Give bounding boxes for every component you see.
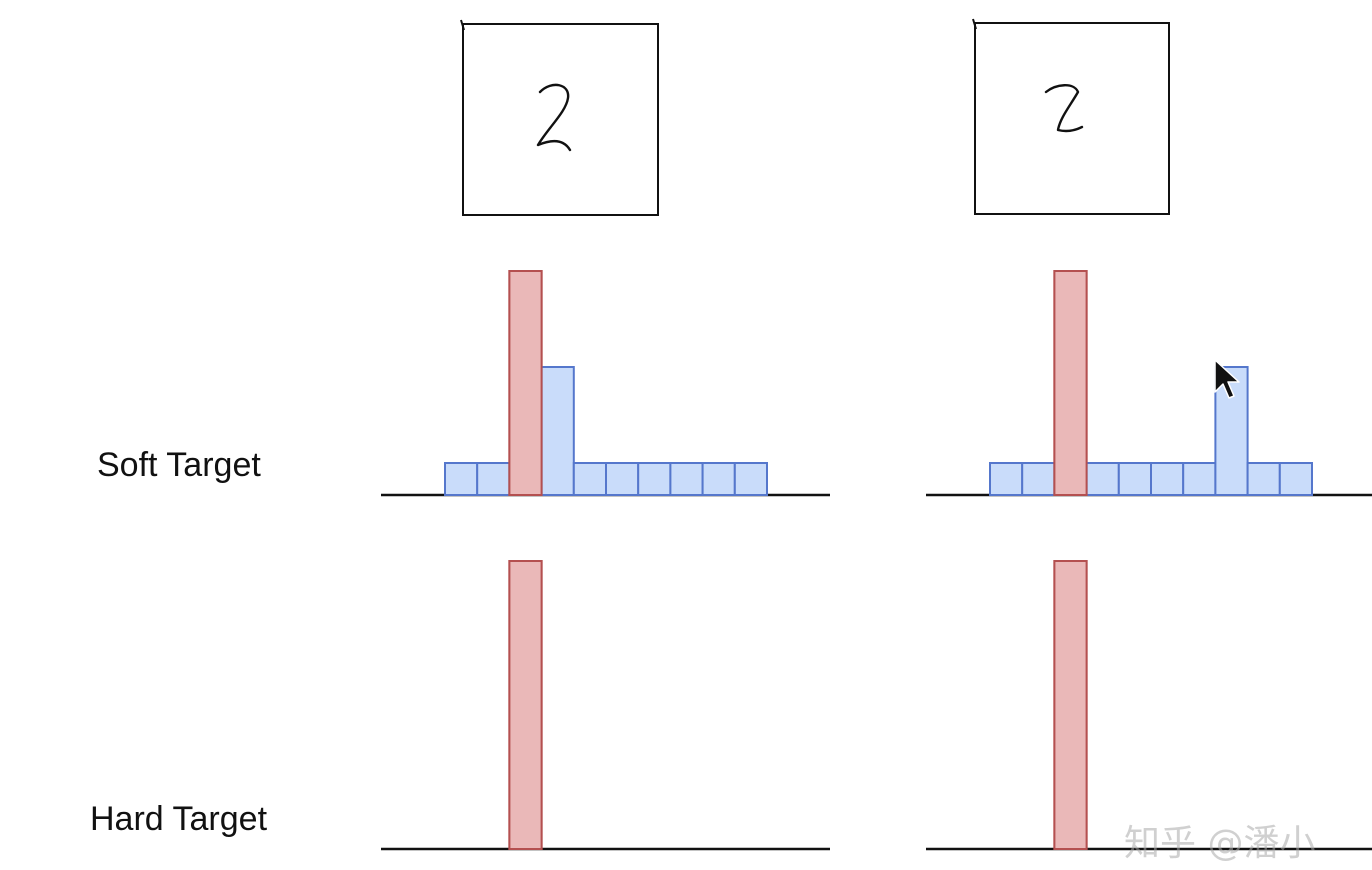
mouse-pointer-icon — [1214, 359, 1240, 399]
bar-soft-1-3 — [540, 366, 575, 496]
digit-frame-1 — [462, 23, 659, 216]
bar-soft-2-8 — [1246, 462, 1281, 496]
frame-corner-tick-2 — [972, 18, 977, 30]
bar-soft-1-9 — [733, 462, 768, 496]
bar-soft-1-6 — [637, 462, 672, 496]
bar-soft-2-0 — [989, 462, 1024, 496]
bar-soft-2-4 — [1117, 462, 1153, 496]
digit-image-2 — [972, 18, 1170, 215]
soft-target-label: Soft Target — [97, 446, 261, 484]
handwritten-digit-1 — [536, 83, 572, 152]
bar-soft-2-6 — [1182, 462, 1217, 496]
bar-soft-1-5 — [605, 462, 640, 496]
target-bar-soft-2 — [1053, 270, 1088, 496]
bar-soft-1-4 — [572, 462, 607, 496]
bars-layer — [444, 270, 1314, 850]
bar-soft-2-9 — [1278, 462, 1314, 496]
frame-corner-tick-1 — [460, 19, 465, 31]
target-bar-hard-1 — [508, 560, 543, 850]
digit-frame-2 — [974, 22, 1170, 215]
digit-image-1 — [460, 19, 659, 216]
watermark: 知乎 @潘小 — [1124, 823, 1316, 864]
target-bar-soft-1 — [508, 270, 543, 496]
bar-soft-1-1 — [476, 462, 511, 496]
bar-soft-1-7 — [669, 462, 704, 496]
hard-target-label: Hard Target — [90, 800, 268, 838]
bar-soft-2-3 — [1085, 462, 1120, 496]
bar-soft-1-8 — [701, 462, 736, 496]
bar-soft-1-0 — [444, 462, 479, 496]
bar-soft-2-1 — [1021, 462, 1056, 496]
bar-soft-2-5 — [1150, 462, 1185, 496]
target-bar-hard-2 — [1053, 560, 1088, 850]
handwritten-digit-2 — [1044, 84, 1084, 133]
